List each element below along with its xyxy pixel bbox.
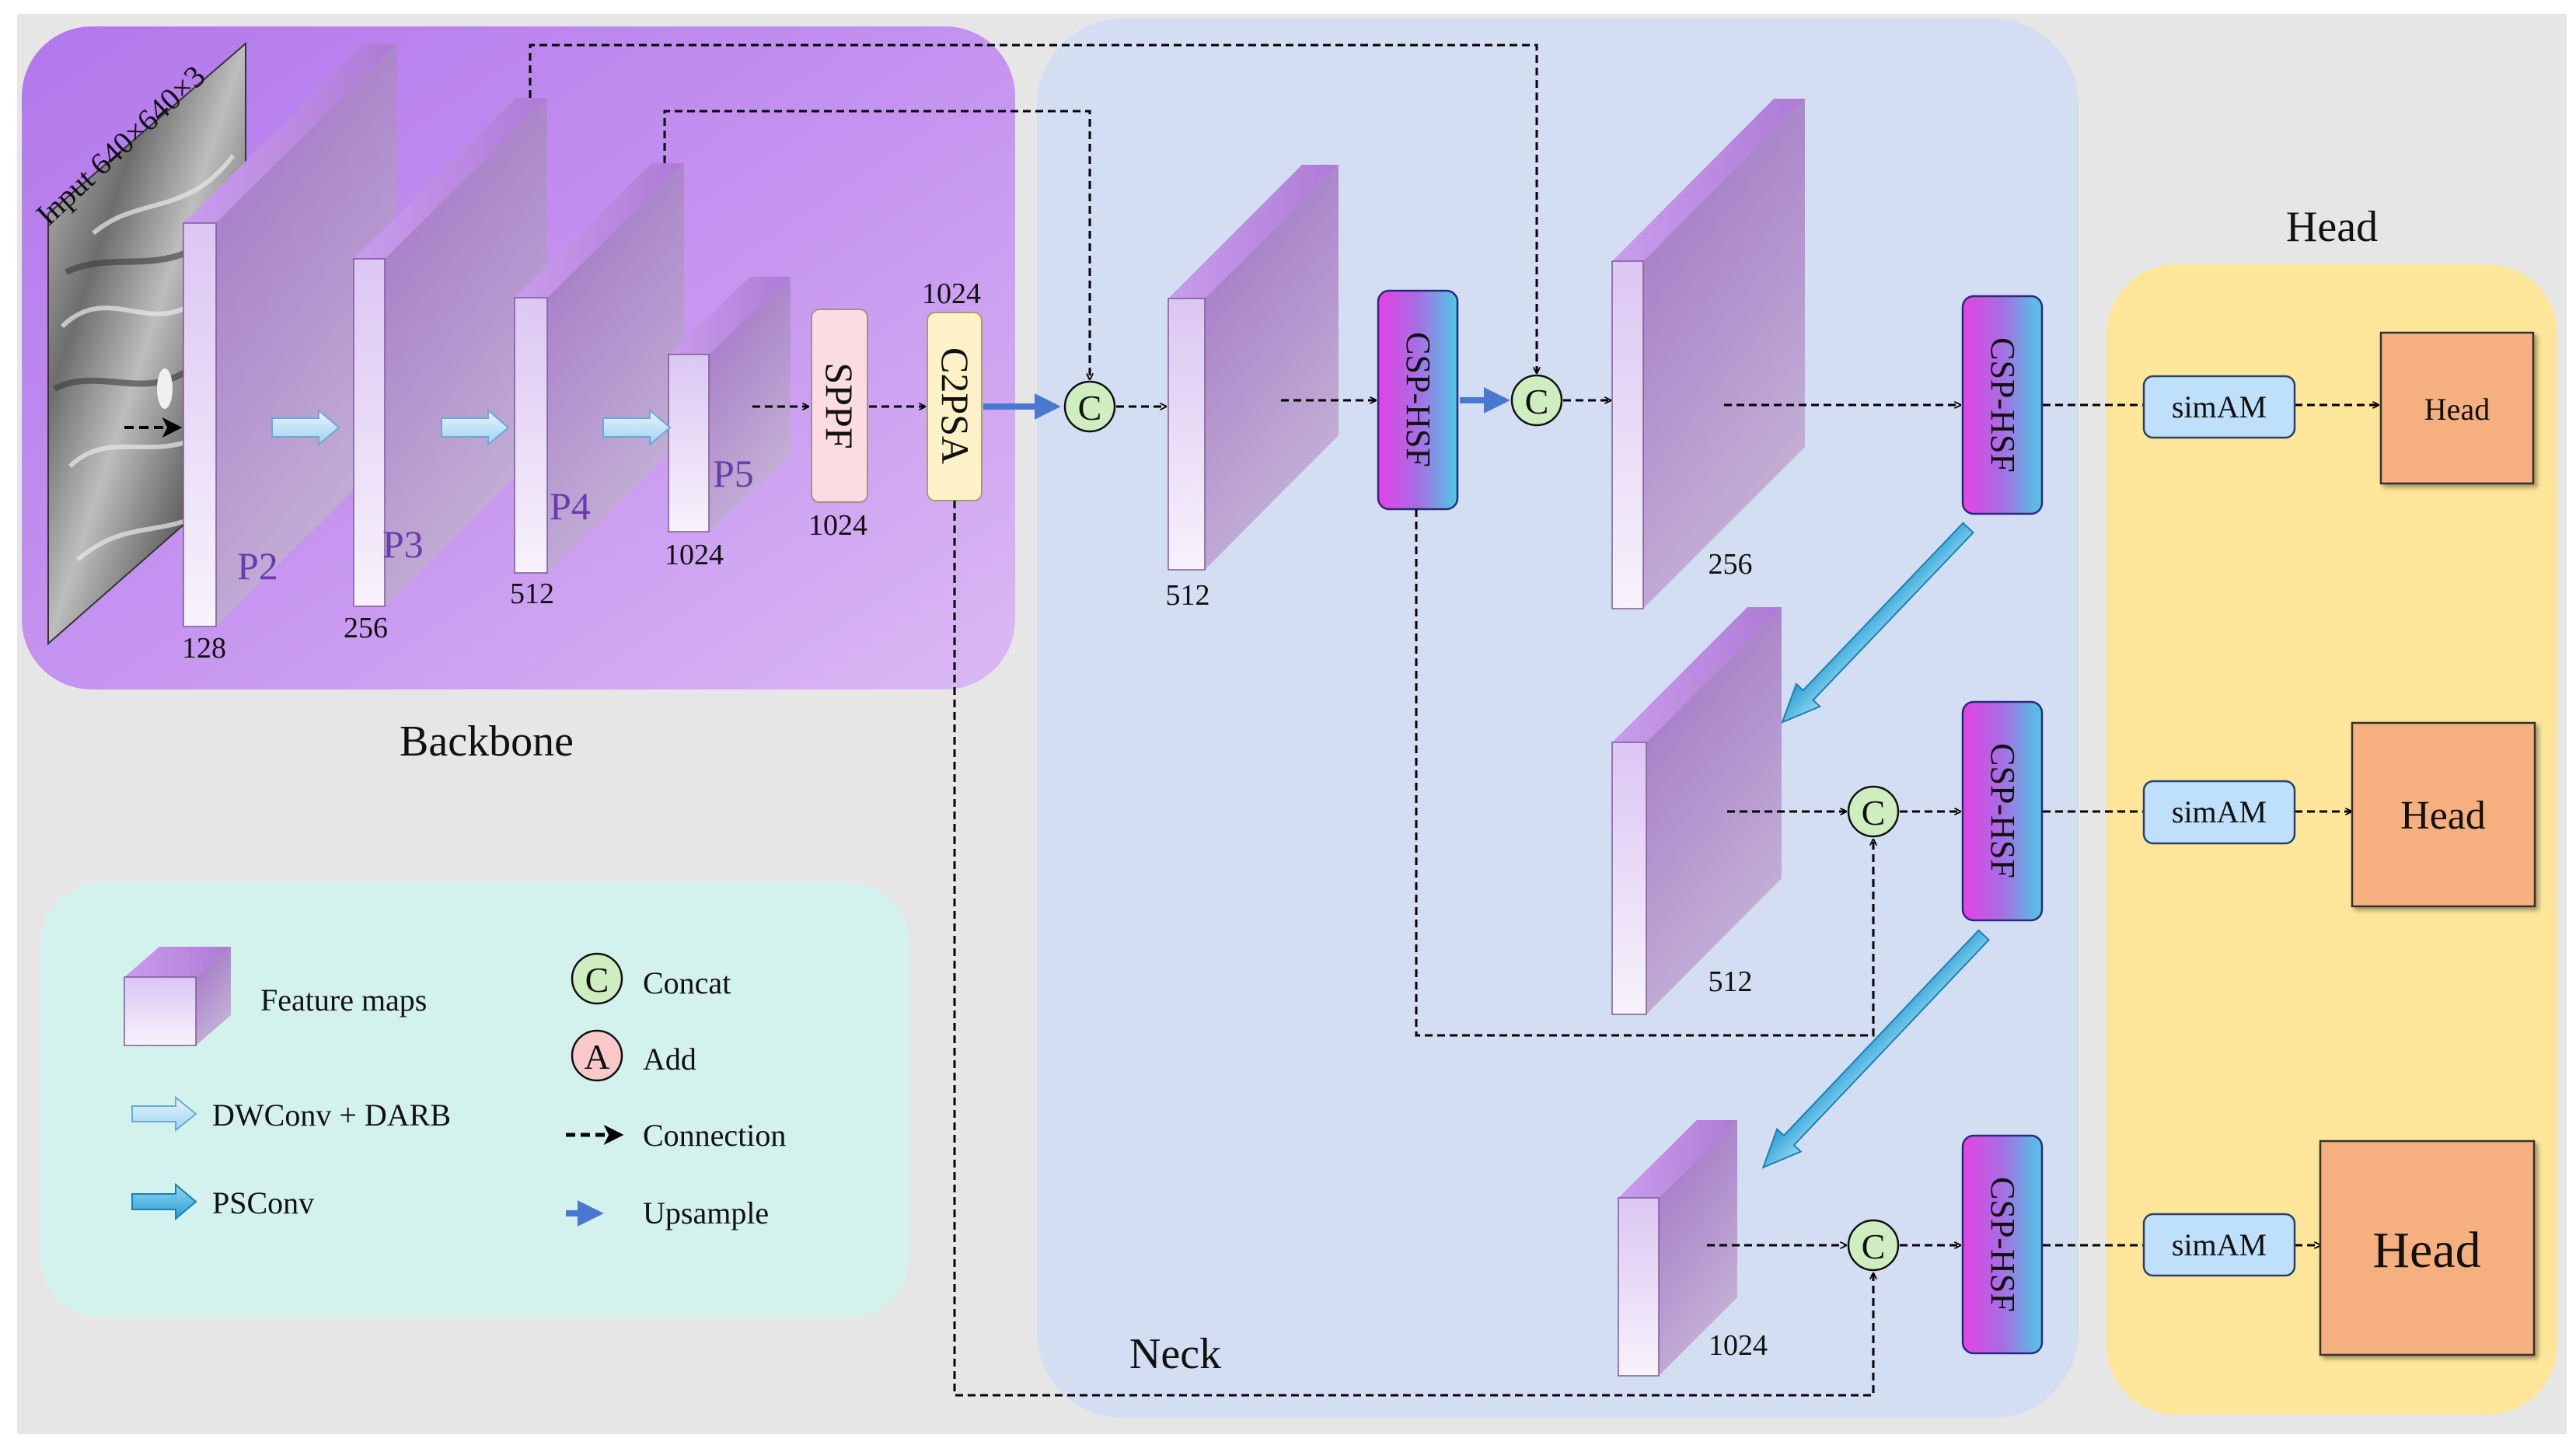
psconv-arrows	[1761, 522, 1990, 1169]
svg-text:simAM: simAM	[2172, 389, 2267, 424]
legend-upsample-label: Upsample	[643, 1195, 769, 1230]
p4-label: P4	[550, 484, 591, 528]
legend-feature-maps-icon	[124, 947, 231, 1046]
legend-add-label: Add	[643, 1042, 696, 1077]
legend-dwconv-icon	[131, 1095, 197, 1133]
p2-channels: 128	[182, 632, 226, 665]
neck-map-1-channels: 512	[1166, 579, 1210, 612]
neck-feature-map-512-top	[1168, 165, 1339, 571]
head-output-small: Head	[2379, 331, 2535, 485]
csp-hsf-block-2: CSP-HSF	[1961, 700, 2044, 922]
csp-hsf-block-1: CSP-HSF	[1961, 295, 2044, 515]
svg-text:A: A	[584, 1037, 609, 1077]
svg-text:CSP-HSF: CSP-HSF	[1984, 743, 2022, 878]
p5-channels: 1024	[665, 539, 724, 571]
neck-feature-map-256	[1611, 99, 1805, 609]
simam-block-2: simAM	[2142, 780, 2296, 845]
svg-text:C: C	[1862, 1227, 1886, 1266]
svg-text:simAM: simAM	[2172, 794, 2267, 829]
legend-psconv-icon	[131, 1182, 197, 1221]
sppf-channels: 1024	[808, 509, 867, 542]
neck-feature-map-1024	[1618, 1120, 1737, 1377]
p3-channels: 256	[344, 612, 388, 644]
concat-node-2: C	[1510, 374, 1563, 427]
p2-label: P2	[237, 544, 278, 588]
neck-title: Neck	[1129, 1330, 1221, 1378]
connection-lines	[124, 44, 2379, 1397]
svg-text:simAM: simAM	[2172, 1227, 2267, 1262]
simam-block-1: simAM	[2142, 375, 2296, 439]
c2psa-label: C2PSA	[934, 347, 977, 464]
head-region	[2107, 264, 2557, 1415]
feature-map-p2	[183, 44, 396, 627]
svg-text:C: C	[1078, 388, 1102, 428]
svg-text:C: C	[1862, 793, 1886, 832]
legend-dwconv-label: DWConv + DARB	[212, 1098, 451, 1133]
head-output-large: Head	[2319, 1140, 2536, 1356]
neck-map-4-channels: 1024	[1709, 1329, 1768, 1362]
legend-concat-label: Concat	[643, 965, 731, 1000]
head-output-medium: Head	[2351, 721, 2536, 908]
neck-map-3-channels: 512	[1709, 965, 1753, 998]
svg-text:Head: Head	[2372, 1222, 2480, 1279]
p5-label: P5	[713, 452, 754, 495]
svg-text:C: C	[585, 960, 609, 1000]
csp-hsf-block-neck: CSP-HSF	[1377, 289, 1459, 511]
svg-text:CSP-HSF: CSP-HSF	[1399, 332, 1437, 467]
svg-text:C: C	[1525, 382, 1549, 421]
legend-panel	[40, 882, 909, 1318]
p4-channels: 512	[510, 578, 554, 610]
legend-feature-maps-label: Feature maps	[260, 983, 427, 1017]
svg-text:Head: Head	[2424, 392, 2490, 427]
simam-block-3: simAM	[2142, 1213, 2296, 1277]
sppf-label: SPPF	[818, 362, 861, 449]
legend-connection-label: Connection	[643, 1118, 786, 1153]
neck-region	[1037, 19, 2079, 1418]
dwconv-darb-arrow	[271, 408, 672, 447]
legend-concat-icon: C	[571, 952, 623, 1005]
svg-text:Head: Head	[2400, 794, 2486, 838]
svg-text:CSP-HSF: CSP-HSF	[1984, 1177, 2022, 1312]
concat-node-3: C	[1847, 785, 1900, 838]
feature-map-p4	[514, 163, 684, 574]
neck-map-2-channels: 256	[1709, 548, 1753, 581]
neck-feature-map-512-mid	[1611, 607, 1782, 1015]
legend-add-icon: A	[571, 1029, 623, 1082]
upsample-arrows	[983, 387, 1510, 420]
legend-psconv-label: PSConv	[212, 1185, 314, 1220]
backbone-title: Backbone	[400, 717, 574, 766]
c2psa-channels: 1024	[922, 277, 981, 310]
csp-hsf-block-3: CSP-HSF	[1961, 1134, 2044, 1355]
svg-text:CSP-HSF: CSP-HSF	[1984, 337, 2022, 473]
p3-label: P3	[382, 522, 424, 566]
sppf-block	[811, 309, 868, 503]
feature-map-p5	[668, 277, 791, 532]
head-title: Head	[2286, 203, 2378, 251]
concat-node-4: C	[1847, 1219, 1900, 1272]
concat-node-1: C	[1063, 380, 1116, 433]
feature-map-p3	[353, 98, 547, 607]
